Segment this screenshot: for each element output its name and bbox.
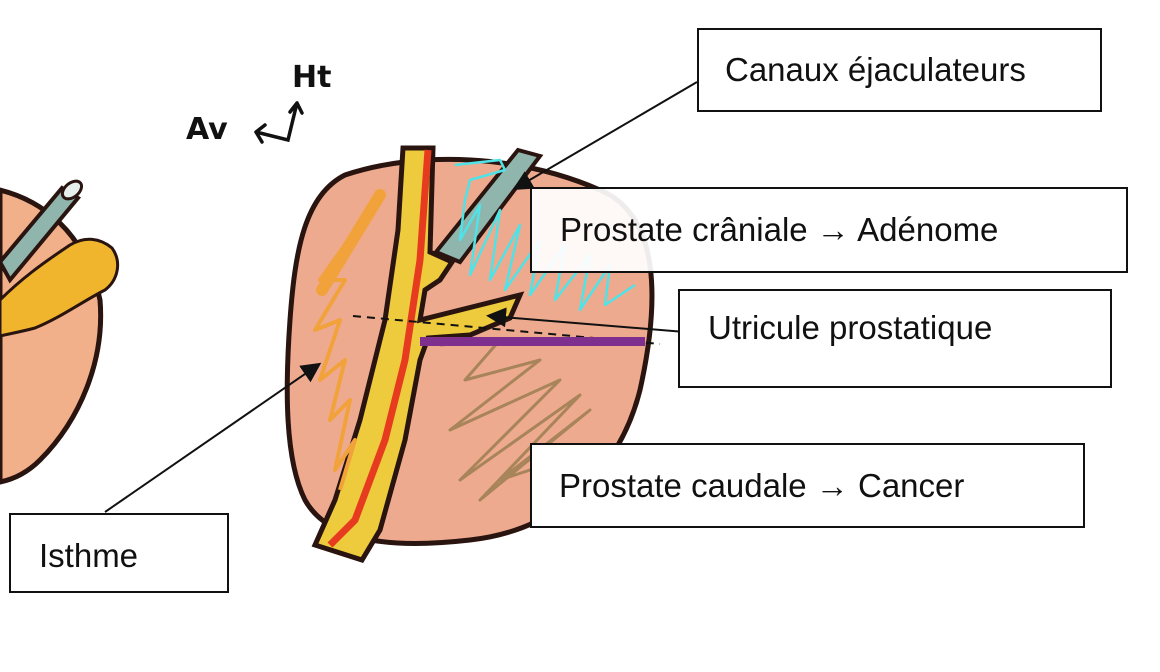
- label-prostate-craniale-text: Prostate crâniale → Adénome: [560, 211, 999, 248]
- left-yellow-mass: [0, 237, 120, 338]
- label-utricule-prostatique-text: Utricule prostatique: [708, 309, 993, 346]
- leader-isthme: [104, 362, 322, 513]
- purple-bar: [420, 337, 645, 346]
- label-isthme: Isthme: [9, 513, 229, 593]
- isthmus-scribble: [313, 193, 382, 491]
- label-canaux-ejaculateurs-text: Canaux éjaculateurs: [725, 51, 1026, 88]
- leader-utricule: [486, 307, 686, 333]
- label-isthme-text: Isthme: [39, 537, 139, 574]
- label-utricule-prostatique: Utricule prostatique: [678, 289, 1112, 388]
- label-prostate-caudale: Prostate caudale → Cancer: [530, 443, 1085, 528]
- label-prostate-craniale: Prostate crâniale → Adénome: [530, 187, 1128, 273]
- isthmus-band: [316, 189, 386, 296]
- caudal-scribble: [439, 338, 592, 502]
- orientation-superior-label: Ht: [292, 60, 332, 95]
- leader-canaux: [512, 81, 698, 191]
- left-duct-opening: [60, 179, 84, 201]
- label-prostate-caudale-text: Prostate caudale → Cancer: [559, 466, 965, 504]
- orientation-anterior-label: Av: [186, 112, 228, 147]
- urethra-line: [327, 149, 432, 548]
- left-prostate-partial: [0, 179, 120, 485]
- orientation-arrows: [254, 101, 304, 144]
- cranial-scribble: [454, 158, 636, 312]
- label-canaux-ejaculateurs: Canaux éjaculateurs: [697, 28, 1102, 112]
- left-duct: [0, 185, 81, 284]
